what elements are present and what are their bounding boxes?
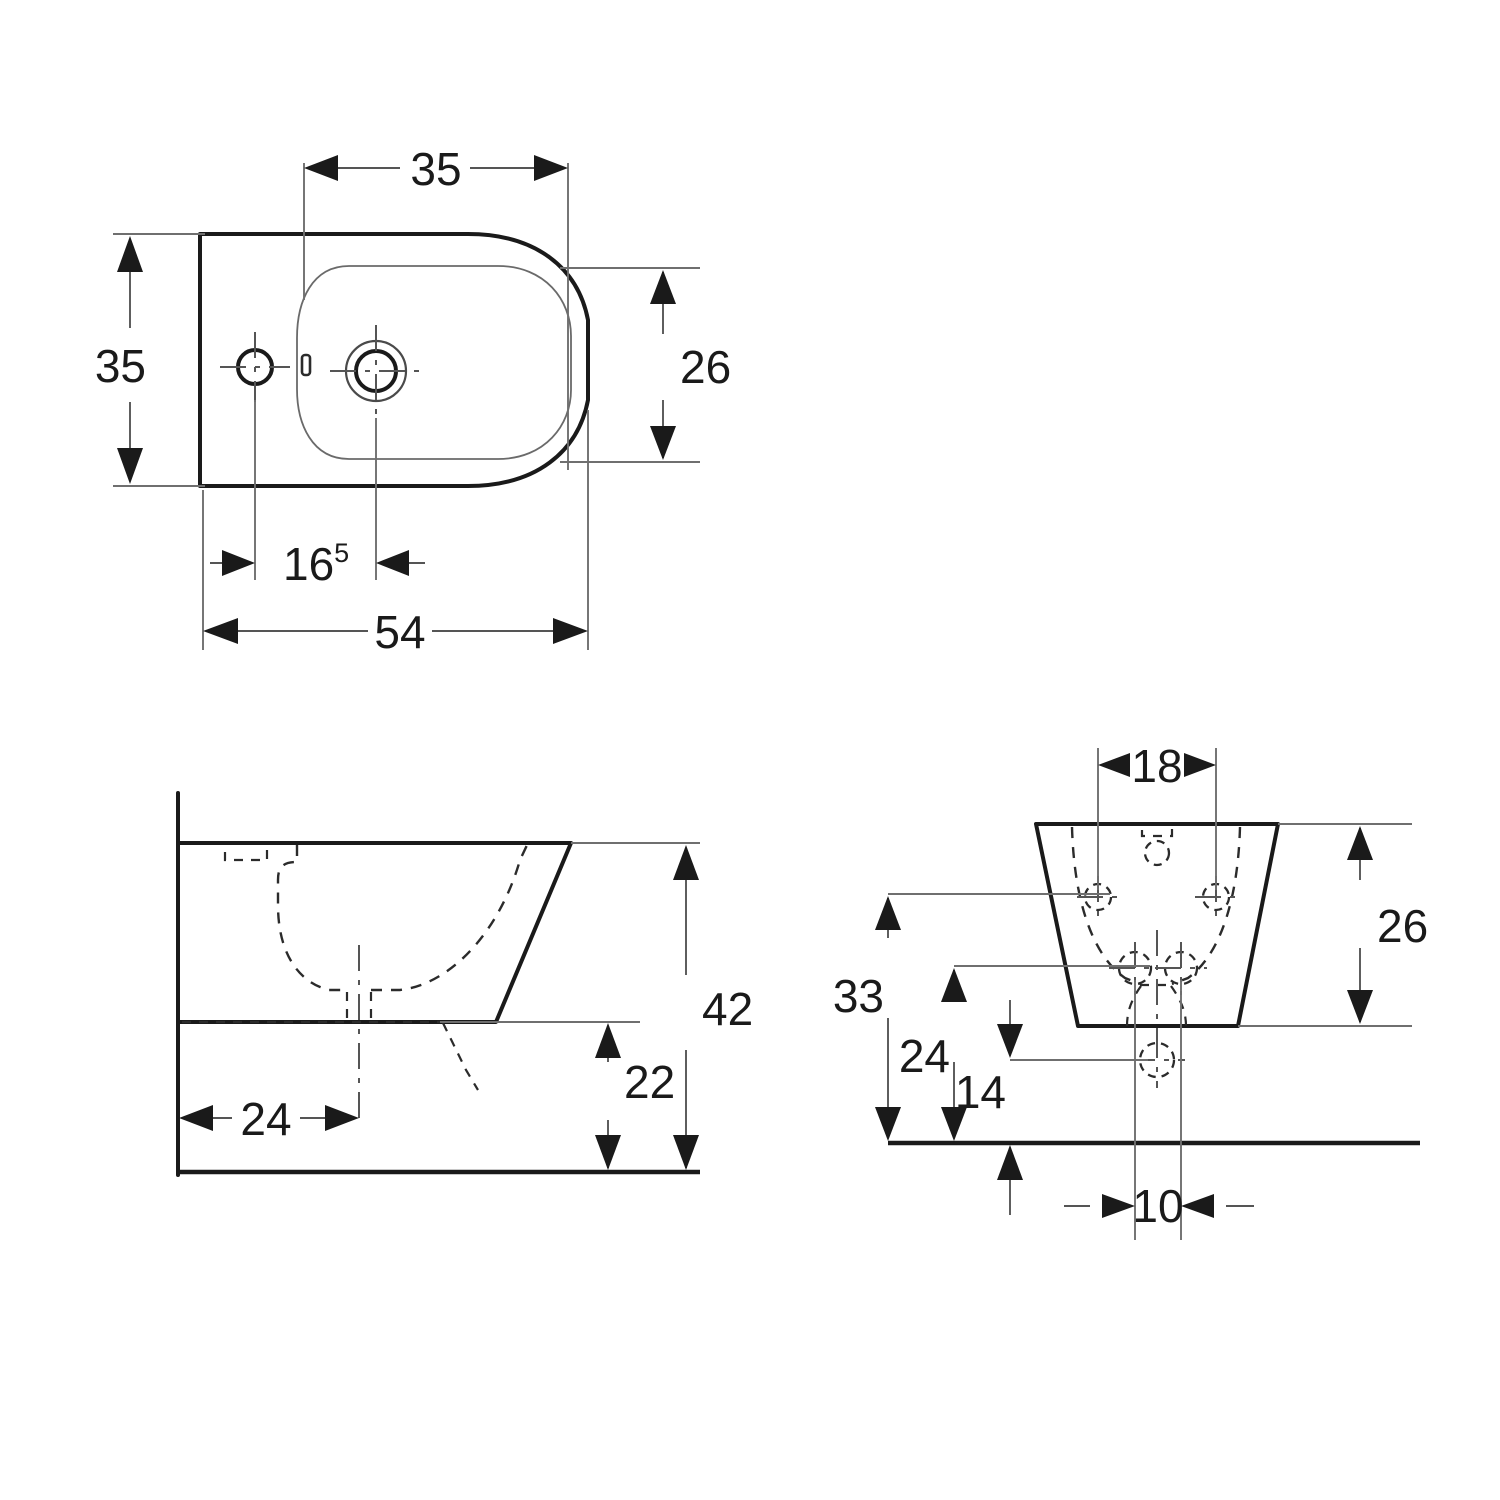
dim-side-offset-24: 24 <box>179 1093 359 1145</box>
front-view-bowl-inner-right <box>1171 826 1242 986</box>
outlet-hole-circle <box>1138 1041 1176 1079</box>
dim-side-height-42: 42 <box>673 845 753 1170</box>
dim-top-width-35-arrow-left <box>304 155 338 181</box>
dim-top-depth-35-arrow-top <box>117 236 143 272</box>
dim-top-offset-16-value: 16 <box>283 538 334 590</box>
top-view-body-outline <box>198 232 590 488</box>
dim-front-height-26: 26 <box>1347 826 1428 1024</box>
front-view-bowl-inner-left <box>1070 826 1141 986</box>
dim-top-offset-16-superscript: 5 <box>334 538 349 568</box>
front-view-throat-right <box>1170 985 1188 1027</box>
tap-hole <box>220 332 290 402</box>
dim-side-height-42-label: 42 <box>702 983 753 1035</box>
dim-top-length-54-label: 54 <box>374 606 425 658</box>
dim-front-width-18: 18 <box>1097 740 1217 890</box>
side-view-base-hidden-diagonal <box>442 1022 479 1091</box>
dim-front-height-24-arrow-bottom <box>941 1107 967 1141</box>
dim-side-offset-24-arrow-left <box>179 1105 213 1131</box>
dim-top-bowl-26-label: 26 <box>680 341 731 393</box>
dim-top-offset-16-arrow-left <box>222 550 255 576</box>
dim-front-width-10-label: 10 <box>1132 1180 1183 1232</box>
dim-top-offset-16-arrow-right <box>376 550 409 576</box>
dim-top-width-35-arrow-right <box>534 155 568 181</box>
dim-front-width-18-label: 18 <box>1131 740 1182 792</box>
dim-front-height-33-arrow-top <box>875 896 901 930</box>
side-view-bowl-inner-right <box>371 842 530 992</box>
side-view-body-outline <box>176 841 573 1024</box>
dim-front-height-24: 24 <box>899 968 967 1141</box>
side-view: 42 22 24 <box>176 791 753 1177</box>
overflow-slot-shape <box>300 353 312 377</box>
dim-front-height-14-label: 14 <box>955 1066 1006 1118</box>
dim-side-offset-24-arrow-right <box>325 1105 359 1131</box>
dim-top-width-35: 35 <box>303 143 569 470</box>
dim-side-height-42-arrow-bottom <box>673 1135 699 1170</box>
dim-front-height-14: 14 <box>955 1000 1023 1215</box>
overflow-hole-slot <box>1140 828 1174 838</box>
dim-side-height-22: 22 <box>595 1023 675 1170</box>
side-view-overflow-notch <box>223 847 269 862</box>
waste-hole-left <box>1109 942 1161 995</box>
dim-side-height-42-arrow-top <box>673 845 699 880</box>
dim-front-height-14-arrow-down <box>997 1024 1023 1058</box>
dim-front-width-18-arrow-right <box>1184 753 1216 777</box>
waste-hole-right <box>1155 942 1207 995</box>
dim-front-height-14-arrow-up <box>997 1145 1023 1180</box>
overflow-hole-circle <box>1143 839 1171 867</box>
dim-side-height-22-arrow-bottom <box>595 1135 621 1170</box>
top-view-outer-contour <box>198 232 590 488</box>
top-view: 35 35 26 <box>95 143 731 658</box>
front-view: 18 26 33 <box>833 740 1428 1240</box>
dim-side-height-22-label: 22 <box>624 1056 675 1108</box>
dim-top-bowl-26-arrow-bottom <box>650 426 676 460</box>
dim-front-width-10: 10 <box>1064 1180 1254 1232</box>
dim-top-depth-35: 35 <box>95 233 205 487</box>
dim-top-length-54-arrow-left <box>203 618 238 644</box>
dim-top-depth-35-arrow-bottom <box>117 448 143 484</box>
dim-front-height-26-arrow-bottom <box>1347 990 1373 1024</box>
dim-front-height-33: 33 <box>833 896 901 1141</box>
dim-top-width-35-label: 35 <box>410 143 461 195</box>
dim-front-width-18-arrow-left <box>1098 753 1130 777</box>
top-view-bowl-contour <box>296 265 572 460</box>
dim-front-height-33-label: 33 <box>833 970 884 1022</box>
dim-top-offset-16-label: 165 <box>283 538 349 590</box>
dim-front-height-26-arrow-top <box>1347 826 1373 860</box>
side-view-bowl-inner-left <box>276 845 345 992</box>
drain-hole <box>330 325 422 418</box>
dim-top-length-54-arrow-right <box>553 618 588 644</box>
top-view-bowl-rim <box>296 265 572 460</box>
dim-front-height-24-label: 24 <box>899 1030 950 1082</box>
dim-front-width-10-arrow-left <box>1102 1194 1135 1218</box>
dim-top-depth-35-label: 35 <box>95 340 146 392</box>
dim-front-height-33-arrow-bottom <box>875 1107 901 1141</box>
overflow-hole <box>1140 828 1174 867</box>
front-view-throat-left <box>1125 985 1142 1027</box>
dim-front-height-24-arrow-top <box>941 968 967 1002</box>
overflow-slot <box>300 353 312 377</box>
dim-top-offset-16: 165 <box>210 400 425 590</box>
dim-side-height-22-arrow-top <box>595 1023 621 1058</box>
dim-front-width-10-arrow-right <box>1181 1194 1214 1218</box>
dim-top-bowl-26-arrow-top <box>650 270 676 304</box>
dim-side-offset-24-label: 24 <box>240 1093 291 1145</box>
dim-top-length-54: 54 <box>202 410 589 658</box>
dim-front-height-26-label: 26 <box>1377 900 1428 952</box>
dim-top-bowl-26: 26 <box>560 267 731 463</box>
